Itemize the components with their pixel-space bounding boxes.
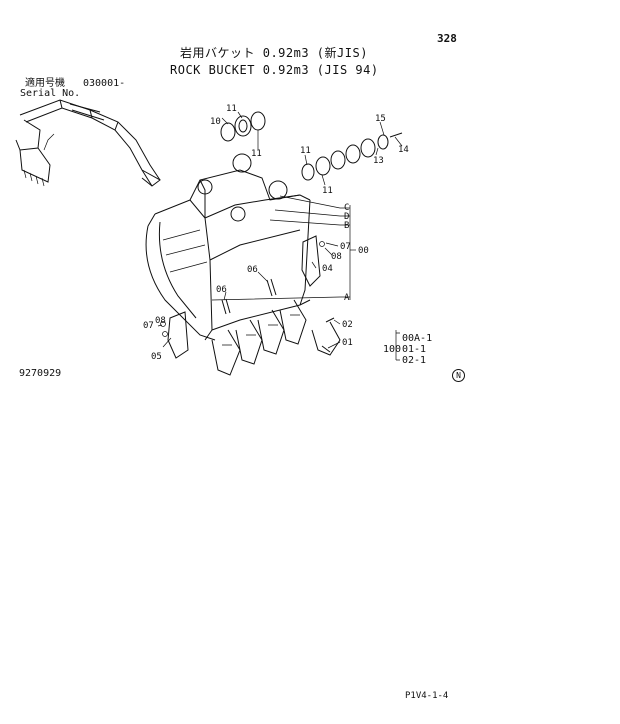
page-number: 328 xyxy=(437,32,457,45)
serial-label-jp: 適用号機 xyxy=(25,78,65,89)
label-07b: 07 xyxy=(143,321,154,331)
assembly-qty: 100 xyxy=(383,344,402,355)
side-cutter-right xyxy=(301,235,325,287)
label-08a: 08 xyxy=(331,252,342,262)
title-japanese: 岩用バケット 0.92m3 (新JIS) xyxy=(180,46,368,60)
serial-label-en: Serial No. xyxy=(20,88,81,99)
label-00: 00 xyxy=(358,246,369,256)
label-04: 04 xyxy=(322,264,333,274)
serial-value: 030001- xyxy=(83,78,126,89)
label-11c: 11 xyxy=(300,146,311,156)
ref-c: C xyxy=(344,203,349,213)
label-11b: 11 xyxy=(251,149,262,159)
label-07a: 07 xyxy=(340,242,351,252)
label-14: 14 xyxy=(398,145,409,155)
ref-a: A xyxy=(344,293,350,303)
label-08b: 08 xyxy=(155,316,166,326)
drawing-number: 9270929 xyxy=(19,368,62,379)
reference-lines xyxy=(211,195,400,361)
ref-d: D xyxy=(344,212,349,222)
label-06a: 06 xyxy=(247,265,258,275)
assembly-item-2: 01-1 xyxy=(402,344,427,355)
ring-set-upper-left xyxy=(220,111,266,142)
label-11d: 11 xyxy=(322,186,333,196)
excavator-thumbnail xyxy=(15,99,161,187)
label-13: 13 xyxy=(373,156,384,166)
side-cutter-left xyxy=(160,311,189,359)
leader-lines xyxy=(157,111,403,349)
assembly-item-1: 00A-1 xyxy=(402,333,433,344)
ring-set-right xyxy=(301,132,403,181)
title-english: ROCK BUCKET 0.92m3 (JIS 94) xyxy=(170,63,379,77)
label-06b: 06 xyxy=(216,285,227,295)
label-01: 01 xyxy=(342,338,353,348)
part-labels: 11 10 11 11 11 15 14 13 07 08 04 00 06 0… xyxy=(143,104,409,362)
label-15: 15 xyxy=(375,114,386,124)
label-02: 02 xyxy=(342,320,353,330)
assembly-item-3: 02-1 xyxy=(402,355,427,366)
label-10: 10 xyxy=(210,117,221,127)
footer-code: P1V4-1-4 xyxy=(405,691,449,701)
bucket-teeth xyxy=(211,299,341,376)
circled-mark: N xyxy=(452,369,465,382)
label-05: 05 xyxy=(151,352,162,362)
bucket-body xyxy=(145,153,311,341)
ref-b: B xyxy=(344,221,349,231)
pins-and-locks xyxy=(221,278,335,353)
label-11a: 11 xyxy=(226,104,237,114)
